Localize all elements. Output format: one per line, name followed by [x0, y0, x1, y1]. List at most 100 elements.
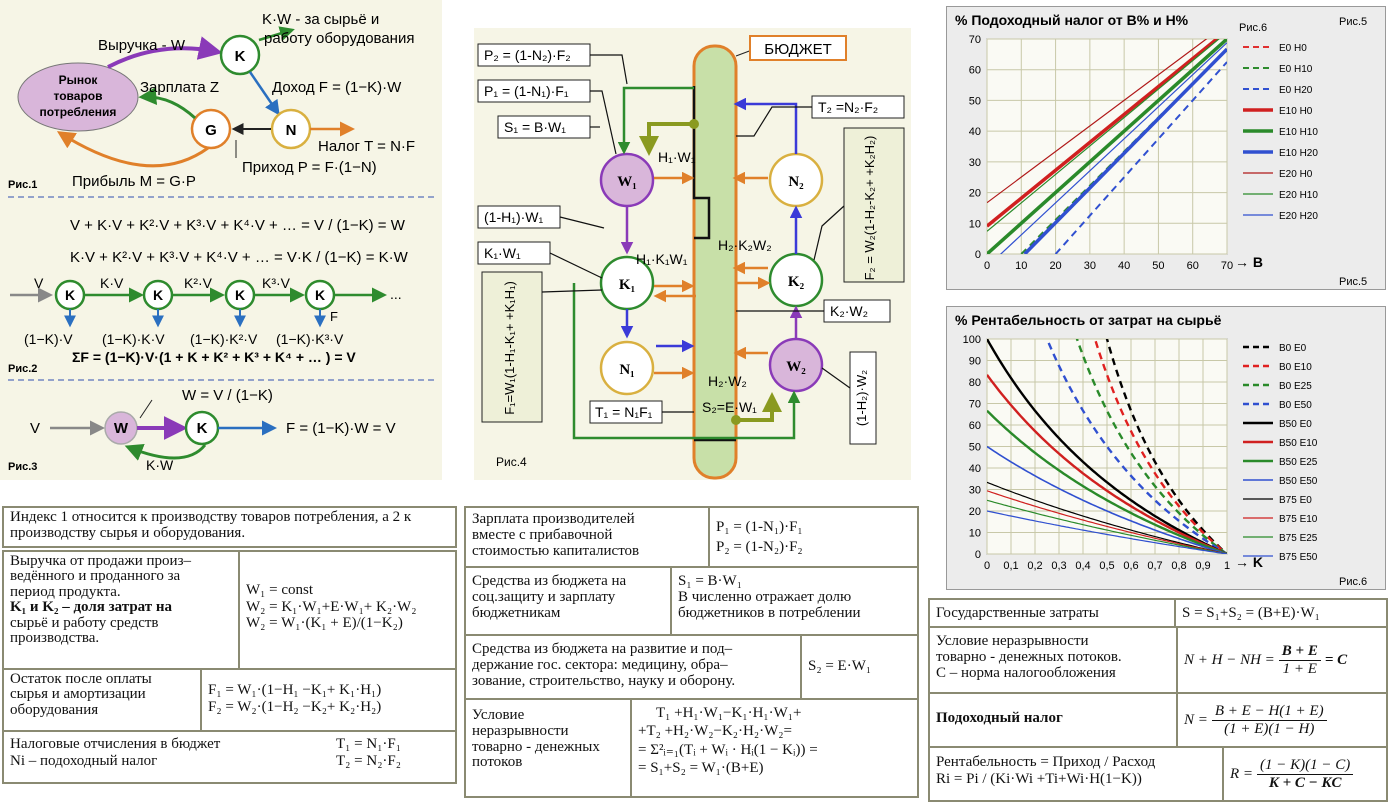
x-tick-label: 0,1	[1003, 560, 1018, 572]
fig2-eq2: K·V + K²·V + K³·V + K⁴·V + … = V·K / (1−…	[70, 249, 409, 266]
svg-text:K: K	[235, 287, 245, 303]
node-k-fig1	[219, 34, 261, 76]
series-line	[987, 499, 1227, 554]
series-line	[1093, 339, 1227, 554]
legend-label: B75 E10	[1279, 514, 1318, 525]
profit-arrow	[56, 131, 209, 168]
income-label: Доход F = (1−K)·W	[272, 79, 402, 96]
legend-label: B50 E0	[1279, 419, 1312, 430]
svg-text:N₁: N₁	[619, 362, 634, 378]
legend-label: B75 E25	[1279, 533, 1318, 544]
svg-text:V: V	[34, 275, 44, 291]
x-tick-label: 10	[1015, 260, 1027, 272]
y-tick-label: 0	[975, 249, 981, 261]
tm-row-0-left: Зарплата производителей вместе с прибаво…	[464, 506, 710, 568]
fig4-flows	[572, 86, 803, 440]
series-line	[1054, 61, 1227, 254]
svg-text:K₁·W₁: K₁·W₁	[484, 245, 521, 261]
series-line	[1023, 47, 1227, 254]
tr-row-3-right: R = (1 − K)(1 − C) K + C − KC	[1222, 746, 1388, 802]
x-tick-label: 0,2	[1027, 560, 1042, 572]
y-tick-label: 70	[969, 399, 981, 411]
y-tick-label: 50	[969, 442, 981, 454]
svg-text:K: K	[153, 287, 163, 303]
svg-text:N: N	[286, 122, 297, 139]
x-tick-label: 50	[1152, 260, 1164, 272]
legend-label: B50 E50	[1279, 476, 1318, 487]
fig-label: Рис.6	[1339, 576, 1367, 588]
kw-note-2: работу оборудования	[264, 30, 414, 47]
table-left: Индекс 1 относится к производству товаро…	[2, 506, 457, 804]
fig-label: Рис.6	[1239, 22, 1267, 34]
svg-text:K: K	[315, 287, 325, 303]
fig2-bottom-1: (1−K)·V	[24, 331, 73, 347]
fig3-w-eq: W = V / (1−K)	[182, 387, 273, 404]
fig-4-panel: БЮДЖЕТ W₁ K₁ N₁ N₂ K₂ W₂	[474, 28, 911, 480]
svg-text:H₁·W₁: H₁·W₁	[658, 149, 696, 165]
fig2-sum: ΣF = (1−K)·V·(1 + K + K² + K³ + K⁴ + … )…	[72, 349, 356, 365]
tl-row-2-right: F₁ = W₁·(1−H₁ −K₁+ K₁·H₁) F₂ = W₂·(1−H₂ …	[200, 668, 457, 732]
x-tick-label: 0,7	[1147, 560, 1162, 572]
x-tick-label: 0,6	[1123, 560, 1138, 572]
tr-row-0-left: Государственные затраты	[928, 598, 1176, 628]
fig2-bottom-2: (1−K)·K·V	[102, 331, 165, 347]
fig4-labels: P₂ = (1-N₂)·F₂ P₁ = (1-N₁)·F₁ S₁ = B·W₁ …	[477, 43, 905, 445]
y-tick-label: 10	[969, 528, 981, 540]
series-line	[987, 510, 1227, 554]
svg-text:T₂ =N₂·F₂: T₂ =N₂·F₂	[818, 99, 878, 115]
legend-label: B75 E50	[1279, 552, 1318, 563]
svg-text:...: ...	[390, 286, 402, 302]
svg-text:(1-H₁)·W₁: (1-H₁)·W₁	[484, 209, 543, 225]
tr-row-2-right: N = B + E − H(1 + E) (1 + E)(1 − H)	[1176, 692, 1388, 748]
legend-label: E20 H0	[1279, 169, 1313, 180]
kw-arrow	[258, 26, 295, 42]
svg-text:G: G	[205, 122, 217, 139]
revenue-label: Выручка - W	[98, 37, 186, 54]
x-tick-label: 30	[1084, 260, 1096, 272]
y-tick-label: 70	[969, 34, 981, 46]
fig2-eq1: V + K·V + K²·V + K³·V + K⁴·V + … = V / (…	[70, 217, 406, 234]
legend-label: E20 H10	[1279, 190, 1318, 201]
svg-text:K³·V: K³·V	[262, 275, 291, 291]
tm-row-2-right: S₂ = E·W₁	[800, 634, 919, 700]
series-line	[987, 39, 1220, 232]
market-label-2: товаров	[54, 89, 103, 103]
svg-text:K₂: K₂	[788, 274, 805, 290]
series-line	[987, 409, 1227, 554]
x-tick-label: 0	[984, 260, 990, 272]
profit-label: Прибыль M = G·P	[72, 173, 196, 190]
svg-text:F: F	[330, 309, 338, 324]
tm-row-3-right: T₁ +H₁·W₁−K₁·H₁·W₁+ +T₂ +H₂·W₂−K₂·H₂·W₂=…	[630, 698, 919, 798]
fig3-v: V	[30, 420, 40, 437]
fig-label: Рис.5	[1339, 16, 1367, 28]
table-right: Государственные затраты S = S₁+S₂ = (B+E…	[928, 598, 1388, 804]
x-tick-label: 0,8	[1171, 560, 1186, 572]
series-line	[987, 39, 1227, 254]
budget-label: БЮДЖЕТ	[764, 41, 832, 58]
income-arrow	[248, 71, 280, 116]
svg-text:K: K	[197, 420, 208, 437]
tm-row-2-left: Средства из бюджета на развитие и под– д…	[464, 634, 802, 700]
chart-title: % Рентабельность от затрат на сырьё	[955, 312, 1222, 328]
y-tick-label: 40	[969, 126, 981, 138]
legend-label: B50 E25	[1279, 457, 1318, 468]
fig-label: Рис.5	[1339, 276, 1367, 288]
tr-row-1-left: Условие неразрывности товарно - денежных…	[928, 626, 1178, 694]
tl-row-1-left: Выручка от продажи произ– ведённого и пр…	[2, 550, 240, 670]
tm-row-1-right: S₁ = B·W₁ B численно отражает долю бюдже…	[670, 566, 919, 636]
svg-text:S₁ = B·W₁: S₁ = B·W₁	[504, 119, 566, 135]
y-tick-label: 30	[969, 485, 981, 497]
legend-label: E0 H0	[1279, 43, 1307, 54]
fig-1-3-svg: Рынок товаров потребления Выручка - W K …	[8, 11, 438, 473]
x-tick-label: 70	[1221, 260, 1233, 272]
legend-label: B0 E0	[1279, 343, 1307, 354]
svg-text:P₂ = (1-N₂)·F₂: P₂ = (1-N₂)·F₂	[484, 47, 571, 63]
series-line	[987, 481, 1227, 554]
salary-label: Зарплата Z	[140, 79, 219, 96]
series-line	[1075, 339, 1227, 554]
tr-row-0-right: S = S₁+S₂ = (B+E)·W₁	[1174, 598, 1388, 628]
svg-text:F₂ = W₂(1-H₂-K₂+ +K₂H₂): F₂ = W₂(1-H₂-K₂+ +K₂H₂)	[862, 136, 877, 281]
fig-1-3-panel: Рынок товаров потребления Выручка - W K …	[0, 0, 442, 480]
